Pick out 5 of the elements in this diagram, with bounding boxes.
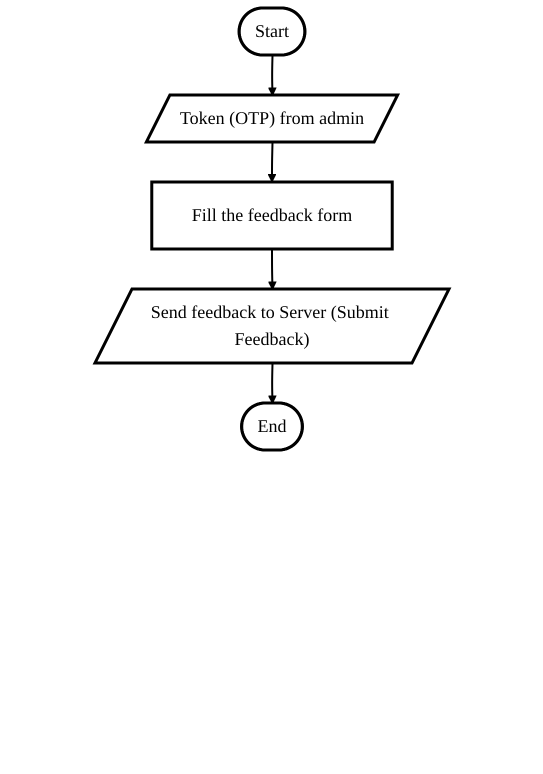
- arrow: [267, 55, 276, 96]
- arrow: [267, 142, 276, 182]
- arrow: [267, 363, 276, 404]
- node-box: Fill the feedback form: [150, 180, 394, 250]
- arrow: [267, 249, 276, 290]
